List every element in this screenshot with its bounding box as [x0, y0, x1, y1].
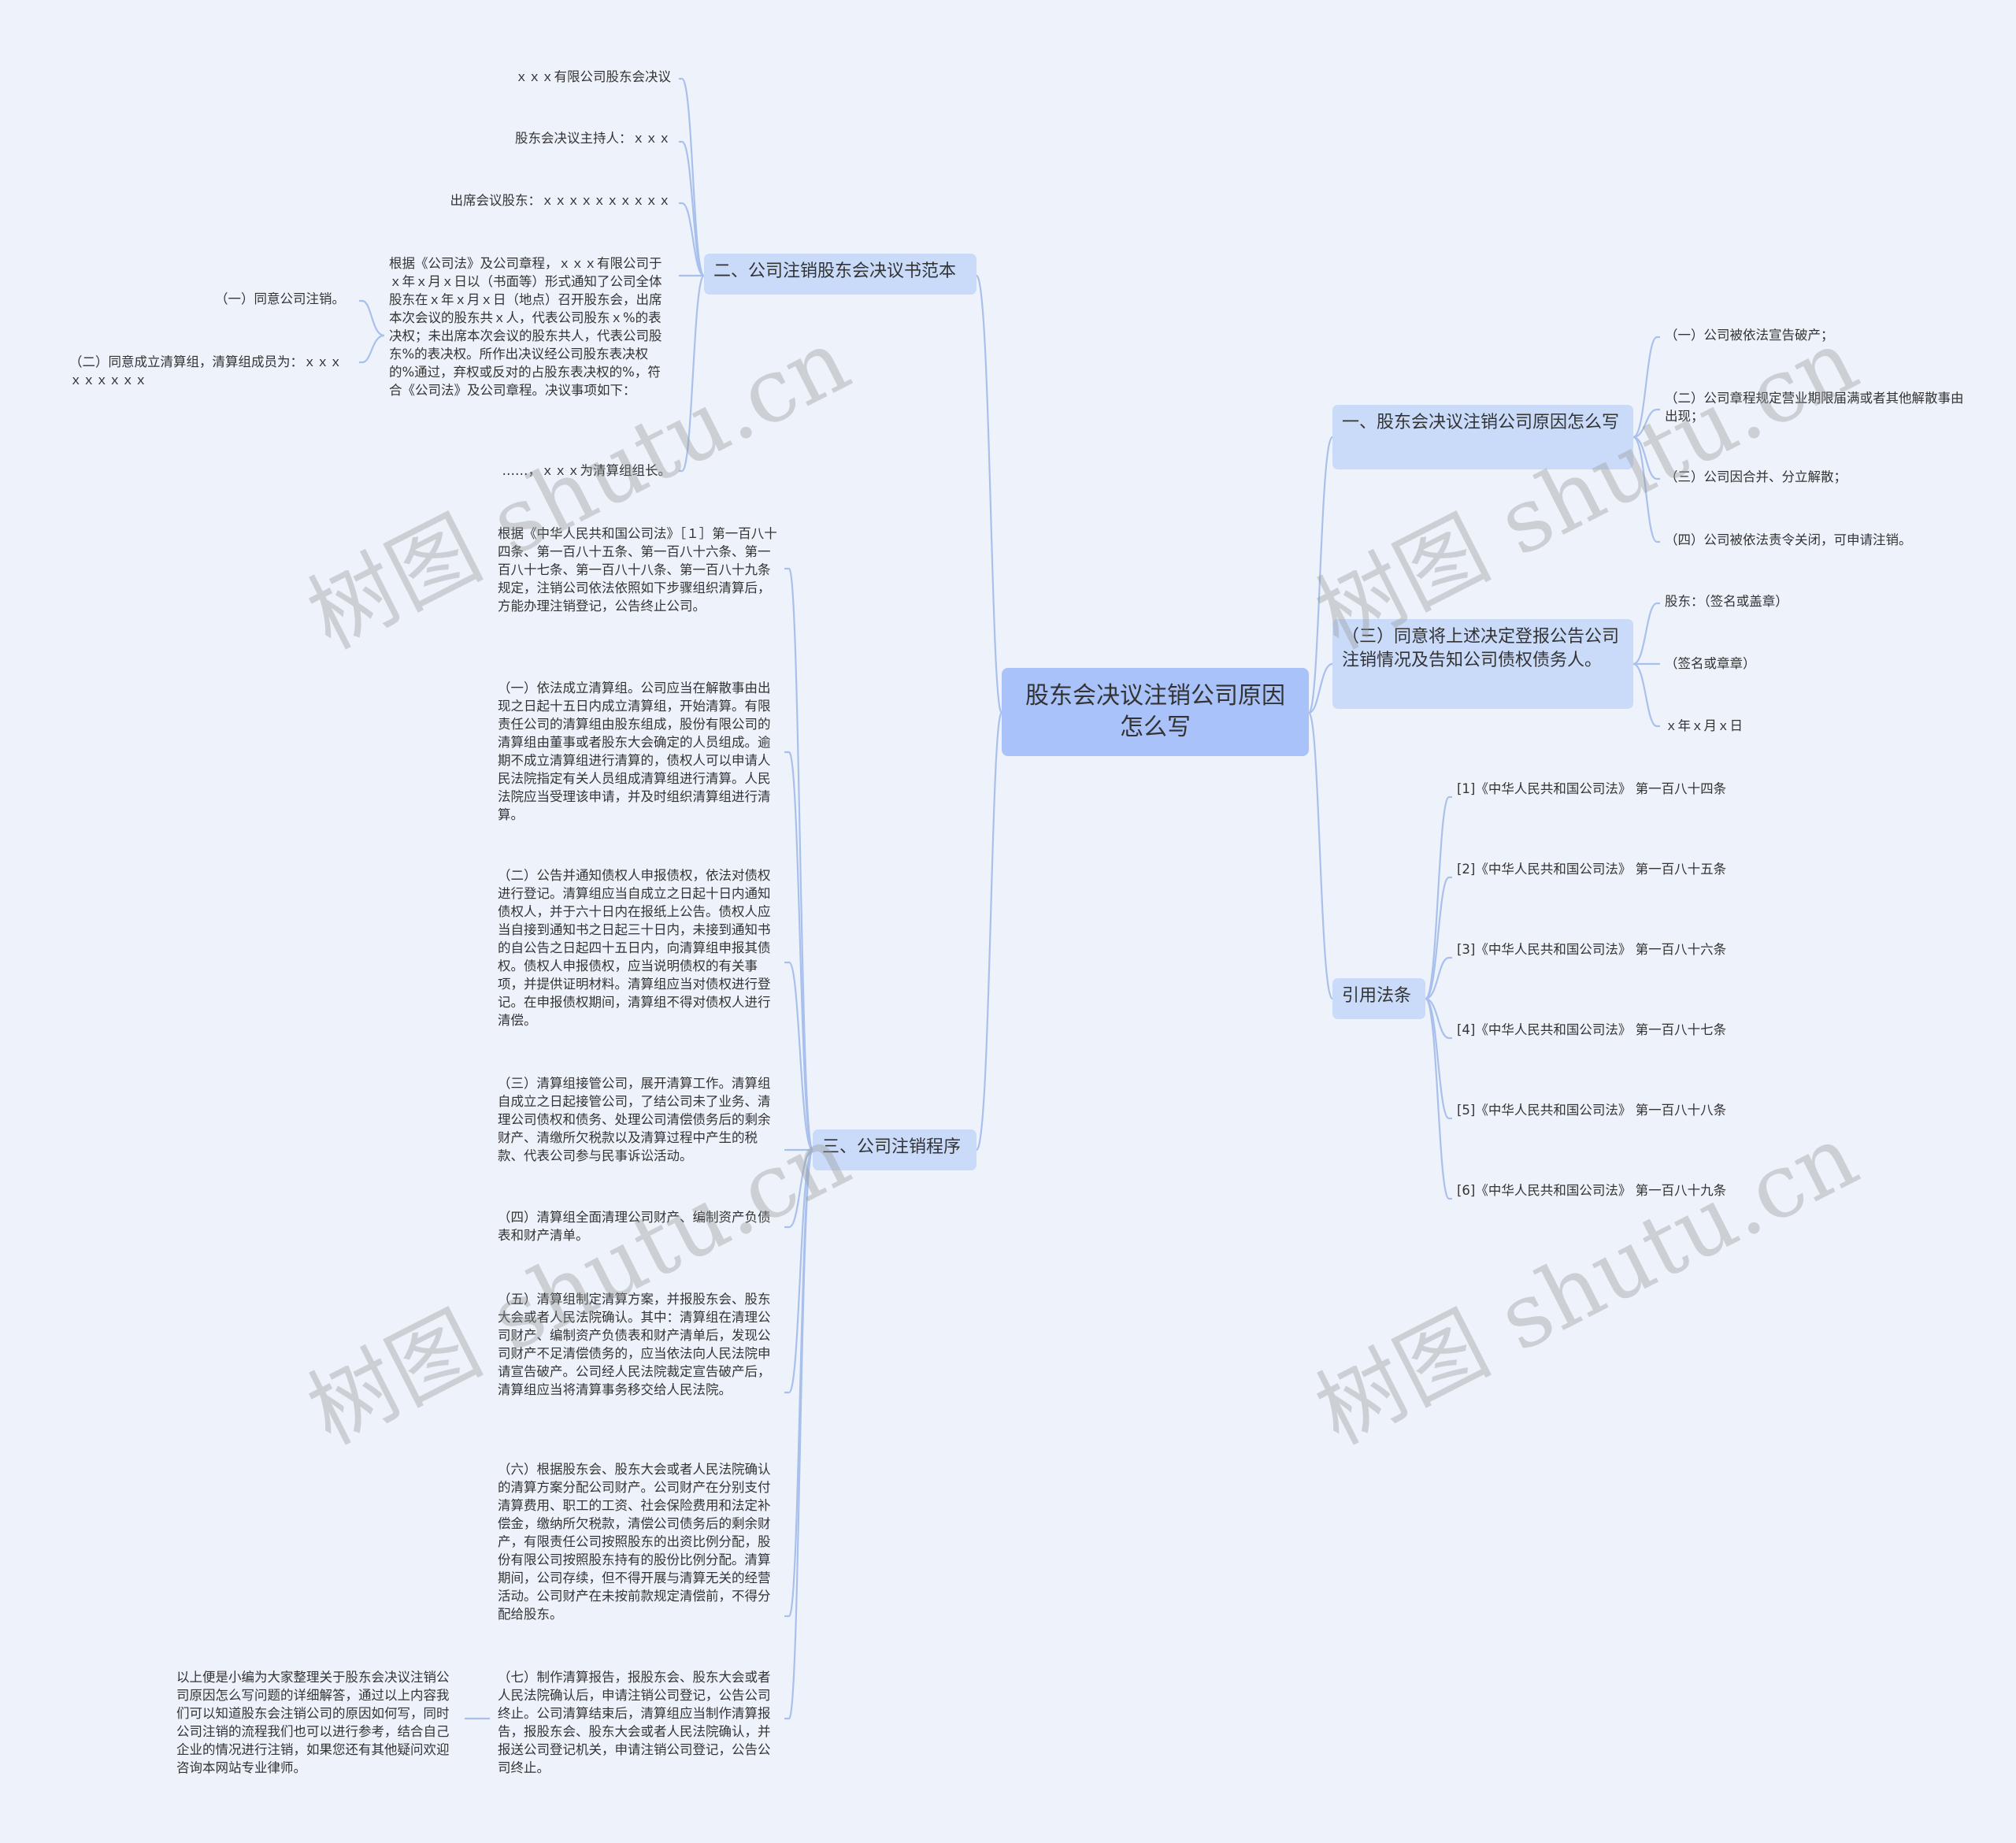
- template-item: 出席会议股东：ｘｘｘｘｘｘｘｘｘｘ: [450, 193, 672, 208]
- procedure-item: （四）清算组全面清理公司财产、编制资产负债表和财产清单。: [498, 1210, 771, 1243]
- link-root-template: [975, 274, 1003, 714]
- procedure-item: （一）依法成立清算组。公司应当在解散事由出现之日起十五日内成立清算组，开始清算。…: [498, 680, 771, 822]
- link-root-reasons: [1307, 436, 1334, 714]
- branch-laws[interactable]: 引用法条: [1332, 978, 1425, 1019]
- branch-template-label: 二、公司注销股东会决议书范本: [713, 261, 957, 281]
- reason-item: （四）公司被依法责令关闭，可申请注销。: [1665, 532, 1912, 547]
- branch-reasons-label: 一、股东会决议注销公司原因怎么写: [1342, 413, 1620, 432]
- procedure-item: 根据《中华人民共和国公司法》［１］第一百八十四条、第一百八十五条、第一百八十六条…: [498, 526, 777, 614]
- branch-procedure-label: 三、公司注销程序: [822, 1137, 962, 1157]
- root-label: 股东会决议注销公司原因怎么写: [1025, 682, 1285, 741]
- template-item: 根据《公司法》及公司章程，ｘｘｘ有限公司于ｘ年ｘ月ｘ日以（书面等）形式通知了公司…: [389, 256, 662, 398]
- branch-announce-label: （三）同意将上述决定登报公告公司注销情况及告知公司债权债务人。: [1342, 627, 1620, 670]
- procedure-item: （七）制作清算报告，报股东会、股东大会或者人民法院确认后，申请注销公司登记，公告…: [498, 1670, 771, 1775]
- template-item: 股东会决议主持人：ｘｘｘ: [515, 131, 671, 146]
- procedure-item: （六）根据股东会、股东大会或者人民法院确认的清算方案分配公司财产。公司财产在分别…: [498, 1462, 771, 1622]
- reason-item: （二）公司章程规定营业期限届满或者其他解散事由出现；: [1665, 391, 1964, 424]
- conclusion-text: 以上便是小编为大家整理关于股东会决议注销公司原因怎么写问题的详细解答，通过以上内…: [176, 1670, 450, 1775]
- branch-procedure[interactable]: 三、公司注销程序: [813, 1129, 976, 1170]
- announce-item: ｘ年ｘ月ｘ日: [1665, 718, 1743, 733]
- branch-laws-label: 引用法条: [1342, 986, 1412, 1006]
- reason-item: （一）公司被依法宣告破产；: [1665, 328, 1834, 343]
- reason-item: （三）公司因合并、分立解散；: [1665, 469, 1847, 484]
- branch-announce[interactable]: （三）同意将上述决定登报公告公司注销情况及告知公司债权债务人。: [1332, 619, 1633, 709]
- template-sub-item: （一）同意公司注销。: [215, 291, 345, 306]
- template-sub-item: （二）同意成立清算组，清算组成员为：ｘｘｘｘｘｘｘｘｘ: [69, 354, 343, 388]
- root-node[interactable]: 股东会决议注销公司原因怎么写: [1002, 668, 1309, 756]
- law-item: [5]《中华人民共和国公司法》 第一百八十八条: [1457, 1103, 1727, 1118]
- law-item: [4]《中华人民共和国公司法》 第一百八十七条: [1457, 1022, 1727, 1037]
- law-item: [6]《中华人民共和国公司法》 第一百八十九条: [1457, 1183, 1727, 1198]
- procedure-item: （二）公告并通知债权人申报债权，依法对债权进行登记。清算组应当自成立之日起十日内…: [498, 868, 771, 1028]
- link-root-laws: [1307, 711, 1334, 1000]
- law-item: [3]《中华人民共和国公司法》 第一百八十六条: [1457, 942, 1727, 957]
- procedure-item: （三）清算组接管公司，展开清算工作。清算组自成立之日起接管公司，了结公司未了业务…: [498, 1076, 771, 1163]
- announce-item: 股东：（签名或盖章）: [1665, 594, 1788, 609]
- branch-reasons[interactable]: 一、股东会决议注销公司原因怎么写: [1332, 405, 1633, 469]
- link-root-announce: [1308, 662, 1333, 714]
- branch-template[interactable]: 二、公司注销股东会决议书范本: [704, 254, 976, 295]
- procedure-item: （五）清算组制定清算方案，并报股东会、股东大会或者人民法院确认。其中：清算组在清…: [498, 1292, 771, 1397]
- law-item: [2]《中华人民共和国公司法》 第一百八十五条: [1457, 862, 1727, 877]
- law-item: [1]《中华人民共和国公司法》 第一百八十四条: [1457, 781, 1727, 796]
- template-item: ｘｘｘ有限公司股东会决议: [515, 69, 671, 84]
- template-item: ……，ｘｘｘ为清算组组长。: [502, 463, 672, 478]
- announce-item: （签名或章章）: [1665, 656, 1756, 671]
- link-root-procedure: [975, 711, 1003, 1151]
